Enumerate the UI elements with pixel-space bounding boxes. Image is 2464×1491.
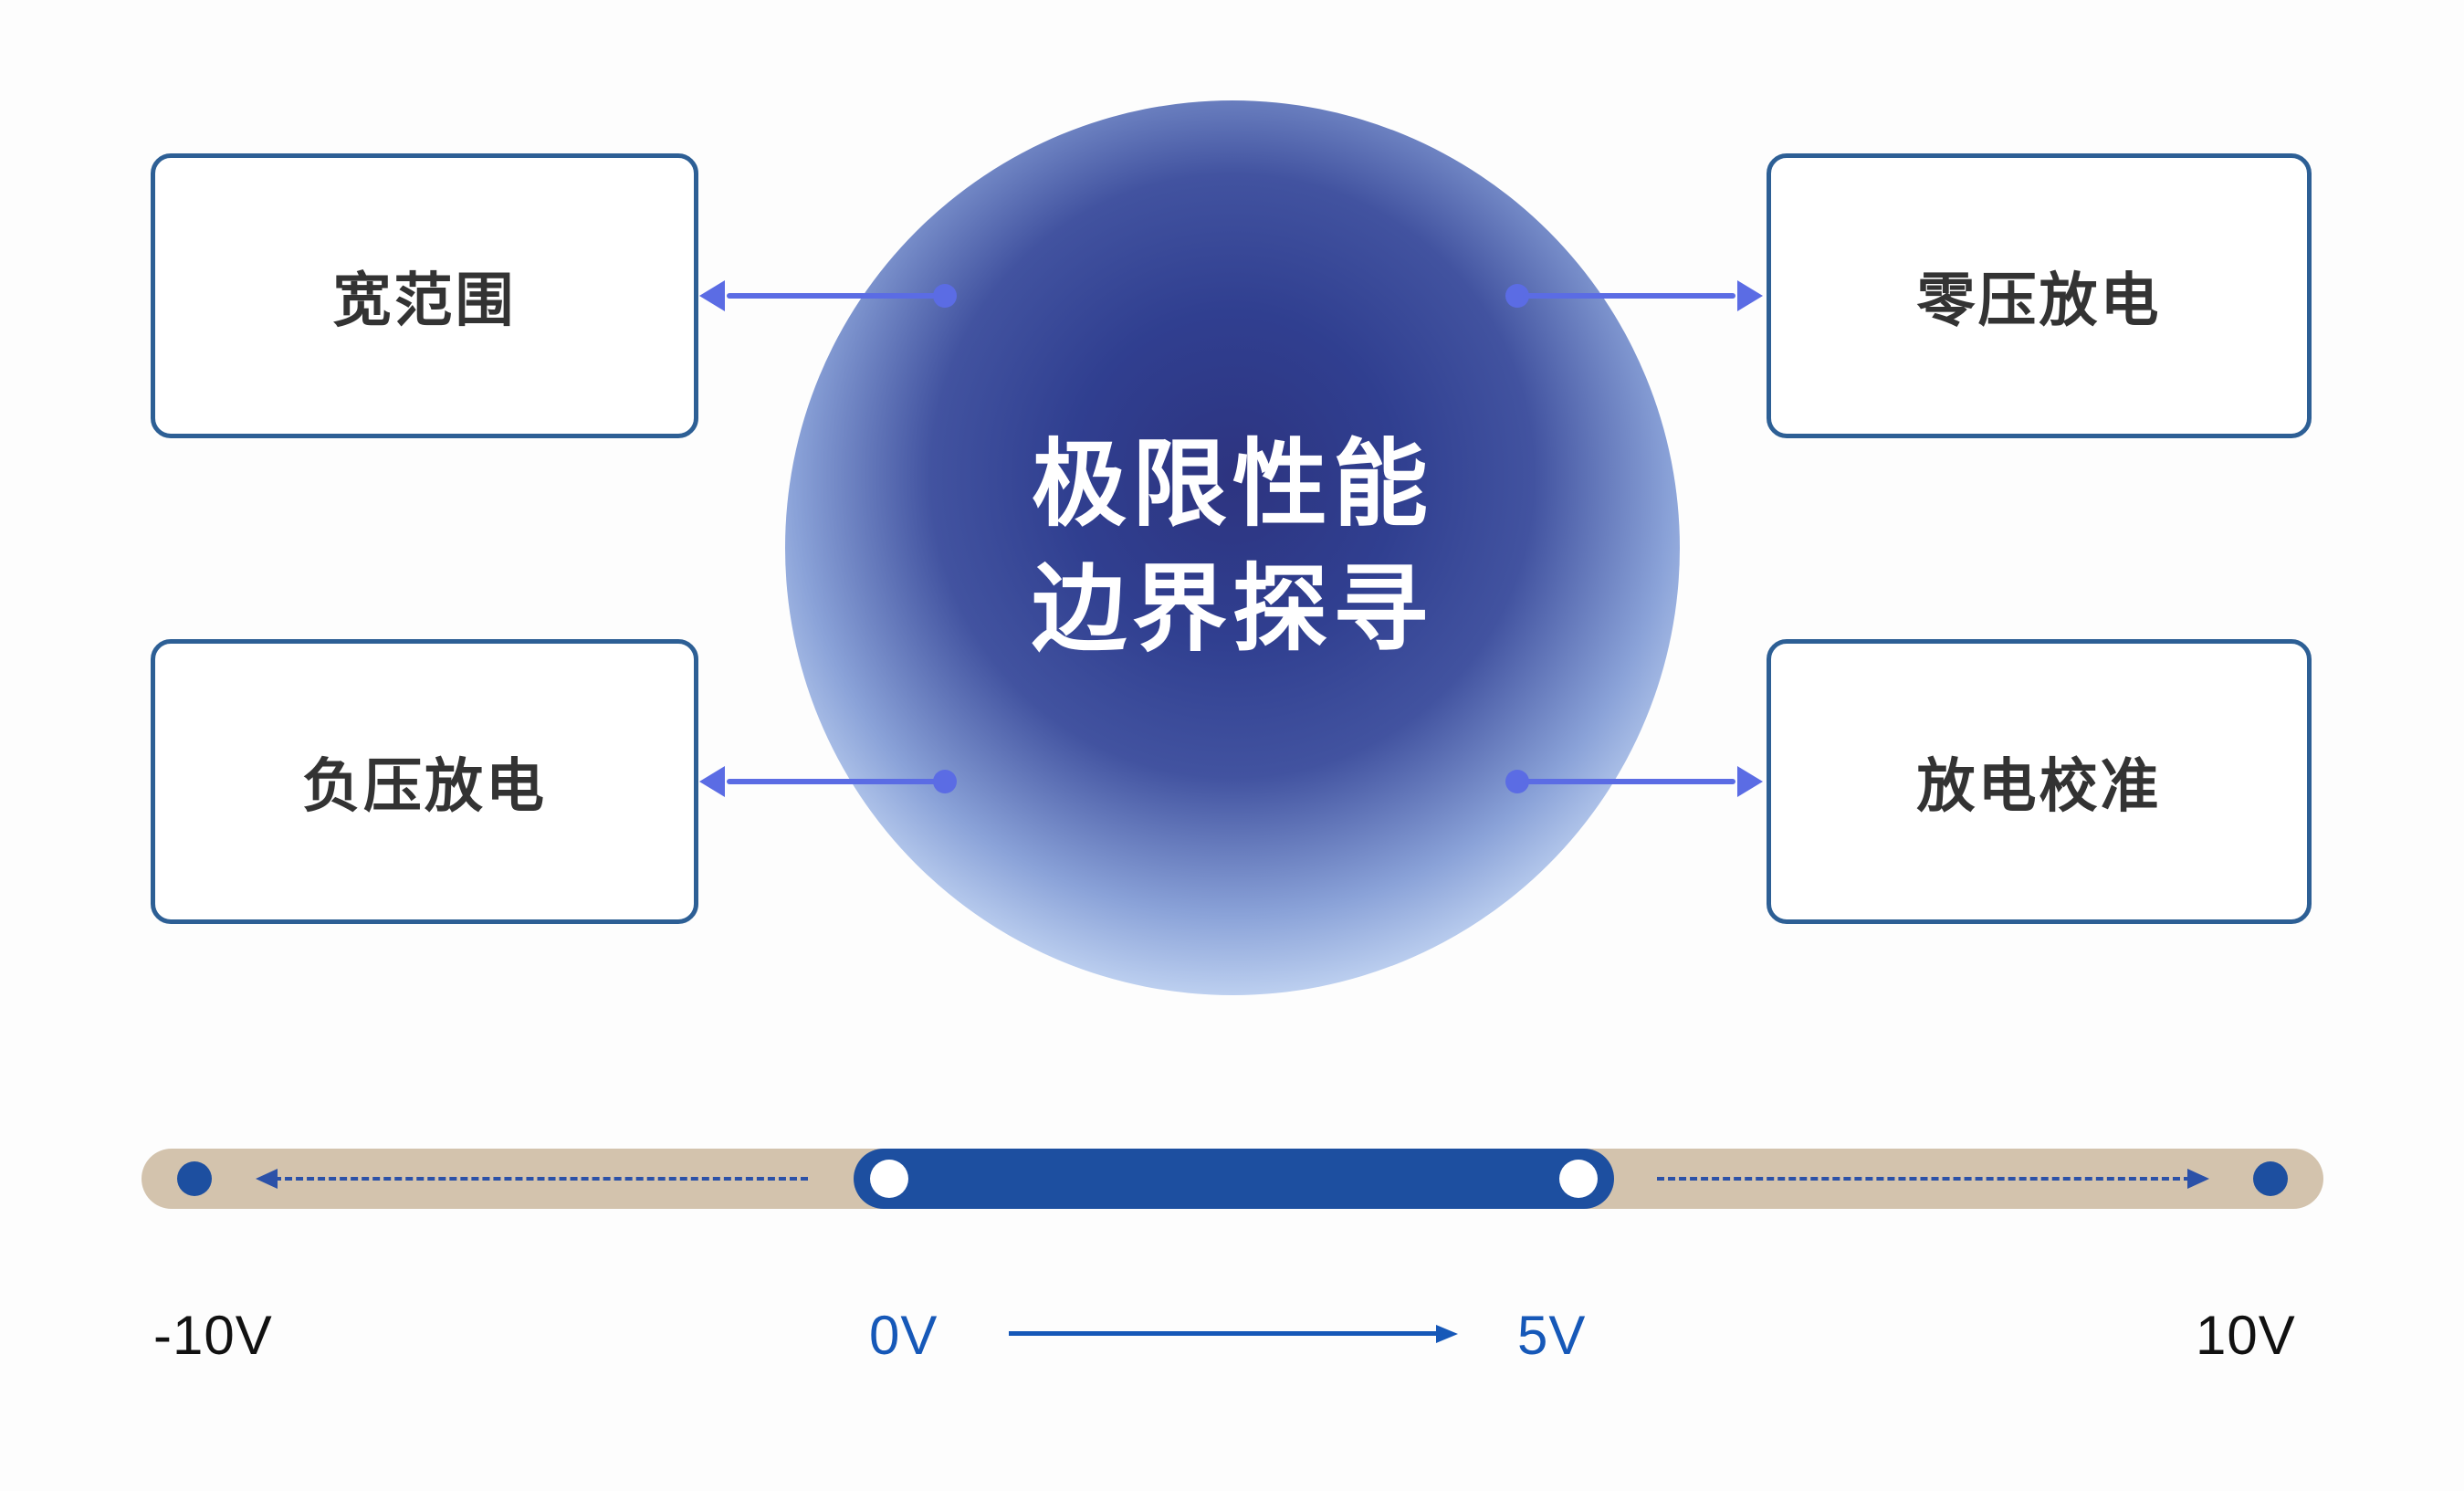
- range-handle-start[interactable]: [870, 1160, 908, 1198]
- sphere-title-line1: 极限性能: [1031, 431, 1433, 538]
- arrowhead-left-icon: [699, 766, 725, 797]
- connector-line: [1523, 779, 1735, 784]
- voltage-label-range-end: 5V: [1517, 1305, 1587, 1366]
- arrowhead-right-icon: [1737, 766, 1763, 797]
- center-sphere: 极限性能 边界探寻: [785, 100, 1680, 995]
- dashed-arrow-left: [256, 1169, 808, 1189]
- arrowhead-left-icon: [699, 280, 725, 311]
- connector-line: [727, 293, 939, 299]
- sphere-title-line2: 边界探寻: [1031, 557, 1433, 663]
- voltage-label-max: 10V: [2196, 1305, 2296, 1366]
- voltage-label-range-start: 0V: [869, 1305, 938, 1366]
- dashed-arrow-right: [1657, 1169, 2209, 1189]
- arrowhead-right-icon: [2187, 1169, 2209, 1189]
- voltage-label-min: -10V: [153, 1305, 273, 1366]
- arrowhead-right-icon: [1737, 280, 1763, 311]
- feature-box-label: 放电校准: [1916, 753, 2162, 819]
- feature-box-zero-voltage-discharge: 零压放电: [1767, 153, 2312, 438]
- range-handle-end[interactable]: [1559, 1160, 1598, 1198]
- feature-box-negative-voltage-discharge: 负压放电: [151, 639, 698, 924]
- voltage-range-bar: [854, 1149, 1614, 1209]
- voltage-track: [142, 1149, 2323, 1209]
- feature-box-label: 零压放电: [1916, 268, 2162, 333]
- connector-node-dot: [933, 284, 957, 308]
- arrowhead-right-icon: [1436, 1325, 1458, 1343]
- feature-box-label: 宽范围: [332, 268, 517, 333]
- arrowhead-left-icon: [256, 1169, 278, 1189]
- zero-to-five-arrow: [1009, 1325, 1458, 1343]
- feature-box-wide-range: 宽范围: [151, 153, 698, 438]
- connector-node-dot: [933, 770, 957, 793]
- feature-box-discharge-calibration: 放电校准: [1767, 639, 2312, 924]
- track-end-dot-right: [2253, 1161, 2288, 1196]
- track-end-dot-left: [177, 1161, 212, 1196]
- feature-box-label: 负压放电: [302, 753, 547, 819]
- connector-line: [1523, 293, 1735, 299]
- connector-line: [727, 779, 939, 784]
